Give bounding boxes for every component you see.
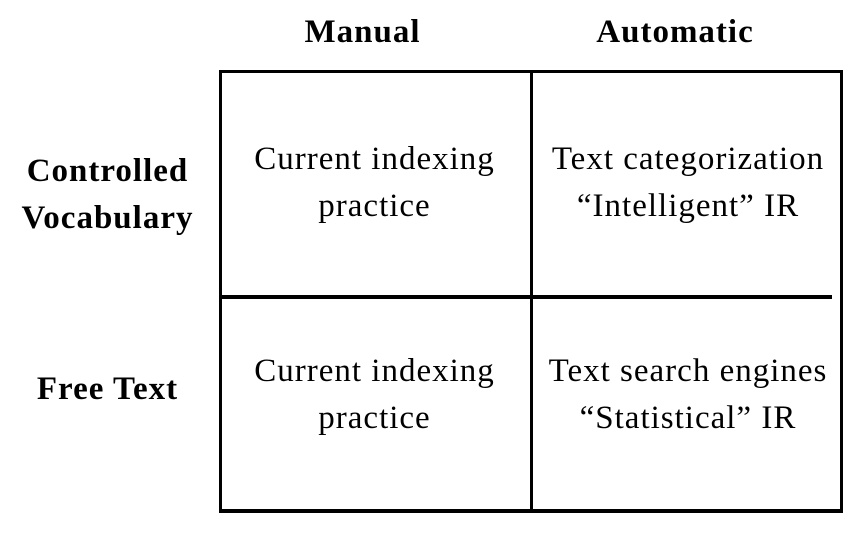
row-header-free-text: Free Text (36, 370, 179, 407)
row-divider-line (219, 295, 832, 299)
cell-freetext-automatic: Text search engines “Statistical” IR (548, 353, 828, 436)
column-divider-line (530, 70, 533, 513)
cell-freetext-manual: Current indexing practice (254, 353, 495, 436)
column-header-manual: Manual (304, 14, 421, 50)
cell-controlled-manual: Current indexing practice (254, 140, 495, 224)
cell-controlled-automatic: Text categorization “Intelligent” IR (551, 140, 825, 224)
row-header-controlled-vocabulary: Controlled Vocabulary (21, 152, 194, 236)
column-header-automatic: Automatic (596, 14, 754, 50)
